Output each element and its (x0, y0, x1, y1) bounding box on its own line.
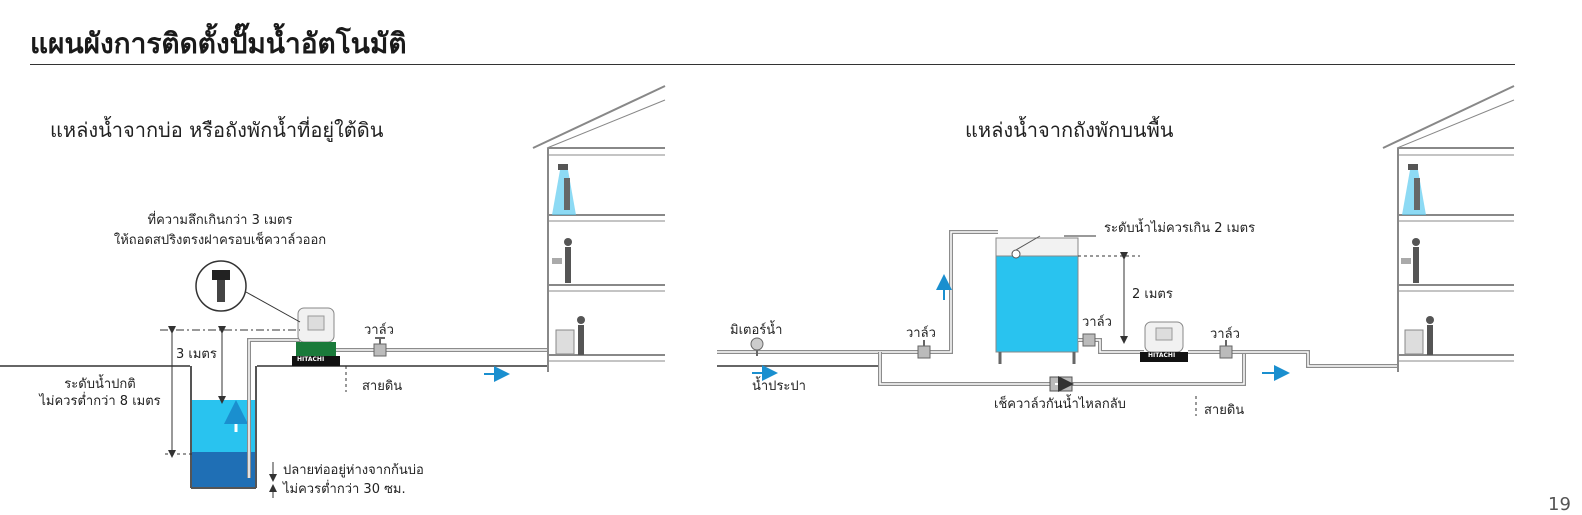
left-sink-person (552, 238, 572, 283)
left-valve-label: วาล์ว (364, 323, 394, 338)
supply-label: น้ำประปา (752, 379, 806, 394)
right-ground-label: สายดิน (1204, 403, 1245, 418)
check-valve-label: เช็ควาล์วกันน้ำไหลกลับ (994, 397, 1126, 412)
check-valve-icon (1049, 376, 1074, 392)
left-pump-brand: HITACHI (297, 356, 325, 363)
right-pump (1140, 321, 1188, 362)
normal-level-line1: ระดับน้ำปกติ (64, 377, 136, 392)
left-depth-note-line1: ที่ความลึกเกินกว่า 3 เมตร (147, 213, 293, 228)
left-depth-note-line2: ให้ถอดสปริงตรงฝาครอบเช็ควาล์วออก (113, 233, 327, 248)
right-building (1382, 85, 1515, 372)
left-building (532, 85, 666, 372)
right-valve-label-2: วาล์ว (1082, 315, 1112, 330)
left-pump (292, 307, 340, 366)
level-note: ระดับน้ำไม่ควรเกิน 2 เมตร (1104, 221, 1256, 236)
page-title: แผนผังการติดตั้งปั๊มน้ำอัตโนมัติ (30, 27, 407, 60)
right-section-title: แหล่งน้ำจากถังพักบนพื้น (965, 118, 1174, 142)
right-valve-label-3: วาล์ว (1210, 327, 1240, 342)
right-laundry-person (1404, 316, 1434, 355)
right-valve-1-icon (917, 340, 931, 359)
left-valve-icon (373, 337, 387, 357)
meter-label: มิเตอร์น้ำ (730, 323, 783, 338)
check-valve-inset (195, 260, 301, 323)
right-valve-2-icon (1082, 333, 1096, 347)
left-section-title: แหล่งน้ำจากบ่อ หรือถังพักน้ำที่อยู่ใต้ดิ… (50, 118, 384, 142)
right-pump-brand: HITACHI (1148, 352, 1176, 359)
storage-tank (995, 235, 1079, 364)
well (190, 366, 257, 489)
right-sink-person (1401, 238, 1420, 283)
left-shower (552, 164, 576, 215)
left-laundry-person (555, 316, 585, 355)
water-meter-icon (750, 337, 764, 356)
left-ground-label: สายดิน (362, 379, 403, 394)
left-depth-label: 3 เมตร (176, 347, 217, 362)
height-label: 2 เมตร (1132, 287, 1173, 302)
pipe-end-line1: ปลายท่ออยู่ห่างจากก้นบ่อ (283, 463, 424, 478)
page-number: 19 (1548, 494, 1571, 515)
right-valve-3-icon (1219, 340, 1233, 359)
pipe-end-line2: ไม่ควรต่ำกว่า 30 ซม. (283, 482, 406, 497)
right-valve-label-1: วาล์ว (906, 326, 936, 341)
normal-level-line2: ไม่ควรต่ำกว่า 8 เมตร (39, 394, 161, 409)
right-shower (1402, 164, 1426, 215)
title-divider (30, 64, 1515, 65)
